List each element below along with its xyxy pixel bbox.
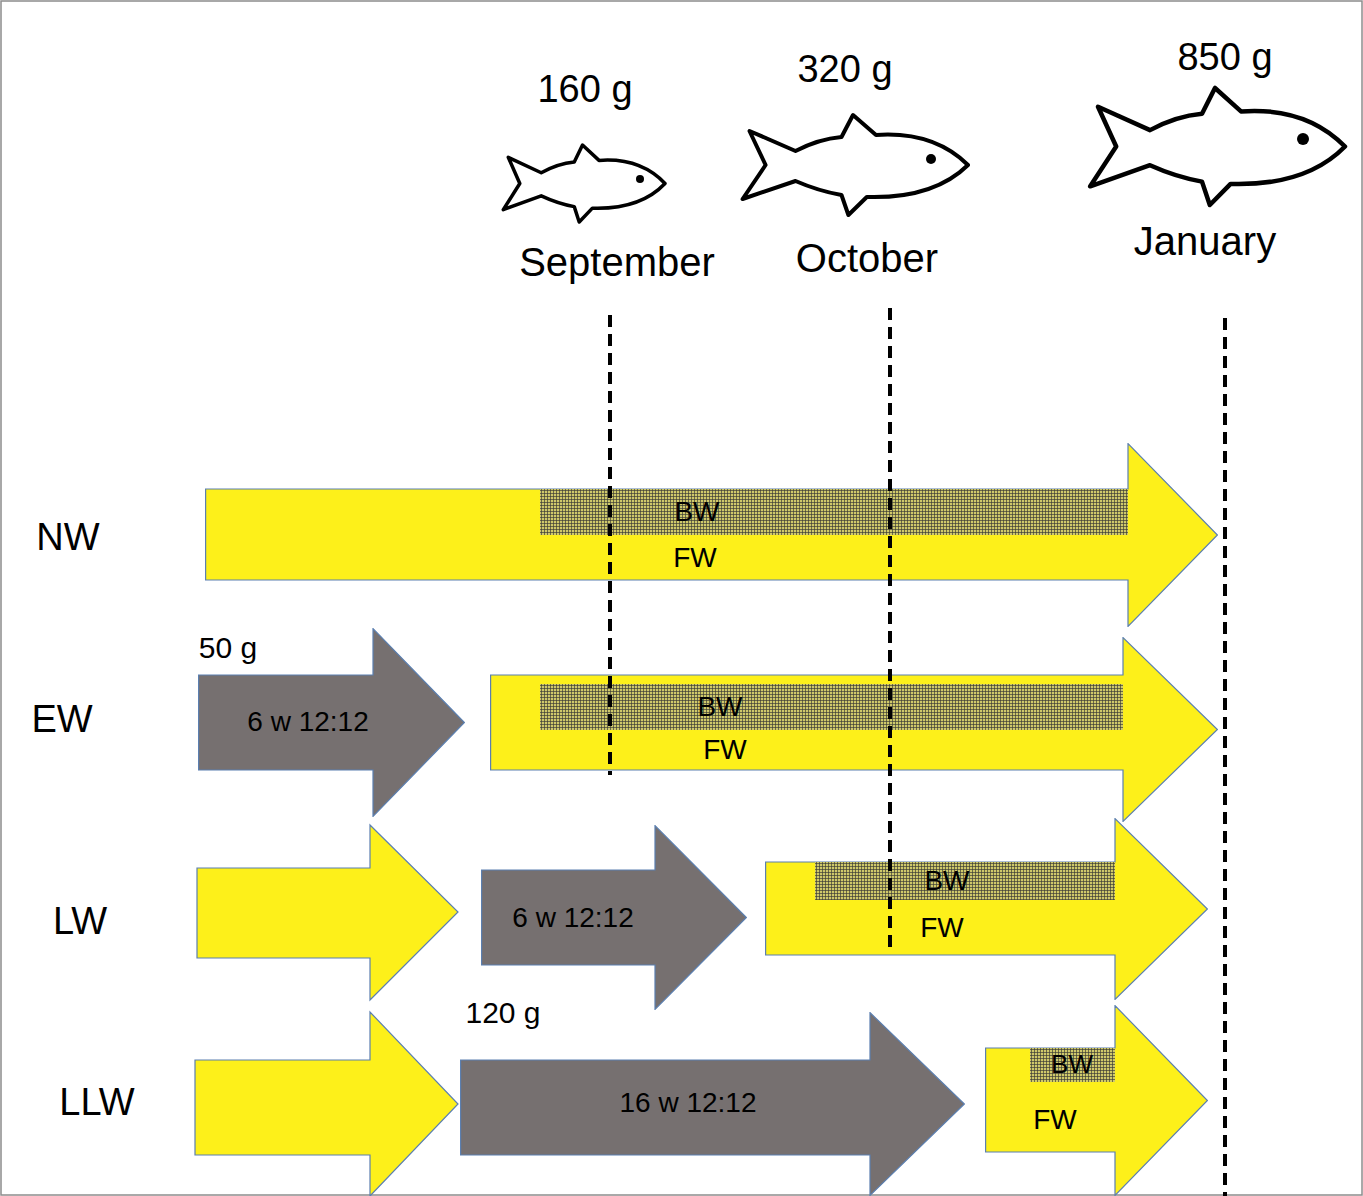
water-label: BW [924, 866, 969, 895]
brackish-water-band: BW [815, 862, 1115, 900]
arrow-outline [205, 443, 1218, 627]
weight-label: 120 g [465, 997, 540, 1029]
arrow-outline [985, 1005, 1208, 1196]
water-label: BW [1051, 1051, 1093, 1078]
month-label: October [796, 237, 938, 279]
water-label: BW [697, 692, 742, 721]
fish-eye [926, 154, 936, 164]
rearing-arrow [195, 1012, 458, 1196]
dashed-marker [1223, 318, 1227, 1196]
month-label: September [519, 241, 715, 283]
dashed-marker [608, 315, 612, 775]
fish-icon [503, 145, 665, 222]
row-label: LW [53, 902, 107, 942]
weight-label: 160 g [537, 70, 632, 110]
rearing-arrow: FW BW [205, 443, 1218, 627]
arrow-shape [206, 444, 1218, 627]
row-label: EW [31, 700, 92, 740]
arrow-shape [766, 819, 1208, 1000]
brackish-water-band: BW [540, 684, 1123, 730]
arrow-shape [491, 638, 1218, 822]
month-label: January [1134, 220, 1276, 262]
rearing-arrow: FW BW [490, 637, 1218, 822]
water-label: BW [674, 497, 719, 526]
arrow-shape [199, 629, 465, 817]
arrow-shape [986, 1006, 1208, 1196]
rearing-arrow: FW BW [985, 1005, 1208, 1196]
arrow-shape [461, 1013, 965, 1196]
photoperiod-label: 16 w 12:12 [620, 1088, 757, 1117]
row-label: LLW [59, 1083, 134, 1123]
fish-icon [1090, 88, 1345, 205]
fish-eye [1297, 133, 1309, 145]
photoperiod-label: 6 w 12:12 [247, 707, 368, 736]
brackish-water-band: BW [1030, 1048, 1115, 1082]
light-regime-arrow: 6 w 12:12 [481, 825, 747, 1010]
water-label: FW [1033, 1105, 1077, 1134]
row-label: NW [36, 518, 99, 558]
arrow-outline [765, 818, 1208, 1000]
rearing-arrow: FW BW [765, 818, 1208, 1000]
rearing-arrow [197, 825, 458, 1000]
weight-label: 320 g [797, 50, 892, 90]
water-label: FW [673, 543, 717, 572]
fish-eye [636, 175, 644, 183]
photoperiod-label: 6 w 12:12 [512, 903, 633, 932]
arrow-shape [482, 826, 747, 1010]
dashed-marker [888, 308, 892, 952]
water-label: FW [920, 913, 964, 942]
brackish-water-band: BW [540, 489, 1128, 535]
light-regime-arrow: 16 w 12:12 [460, 1012, 965, 1196]
fish-icon [743, 115, 968, 215]
weight-label: 50 g [199, 632, 257, 664]
weight-label: 850 g [1177, 38, 1272, 78]
water-label: FW [703, 735, 747, 764]
